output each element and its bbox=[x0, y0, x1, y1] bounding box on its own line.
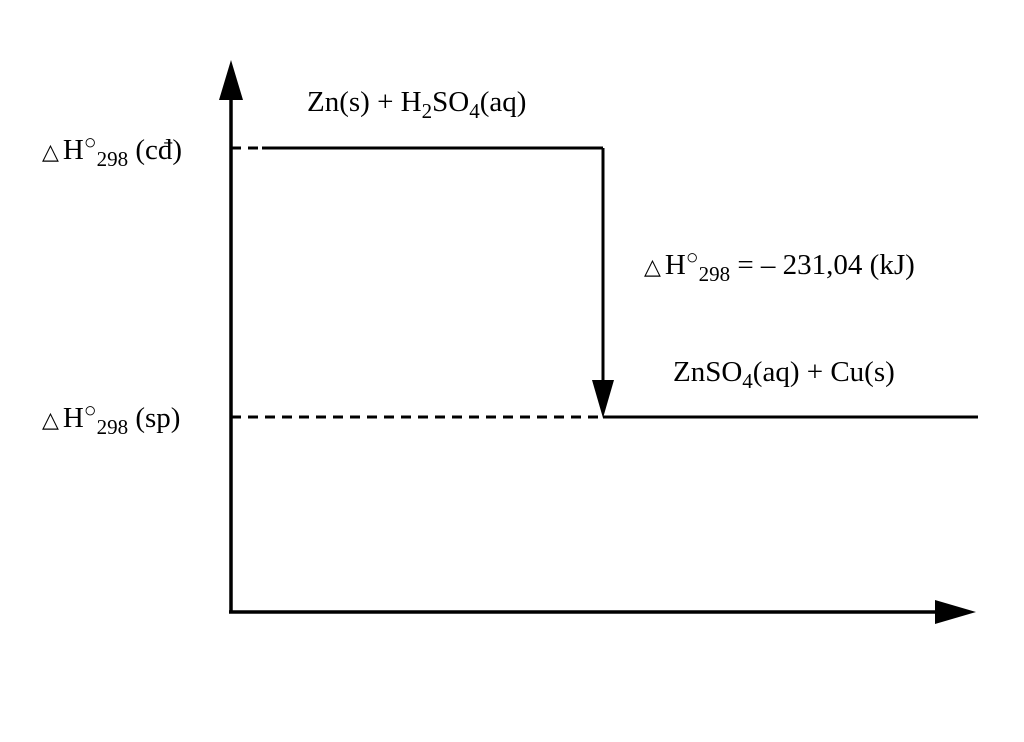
temperature-subscript: 298 bbox=[698, 262, 731, 286]
x-axis-arrowhead bbox=[935, 600, 976, 624]
reactants-text-2: SO bbox=[432, 86, 470, 118]
reactants-text-1: Zn(s) + H bbox=[307, 86, 422, 118]
reactants-text-3: (aq) bbox=[479, 86, 527, 118]
enthalpy-change-label: △H○298 = – 231,04 (kJ) bbox=[644, 247, 915, 285]
delta-triangle-icon: △ bbox=[644, 255, 661, 280]
delta-triangle-icon: △ bbox=[42, 140, 59, 165]
product-enthalpy-label: △H○298 (sp) bbox=[42, 400, 181, 438]
temperature-subscript: 298 bbox=[96, 415, 129, 439]
standard-degree-mark: ○ bbox=[83, 130, 97, 154]
enthalpy-h: H bbox=[664, 249, 686, 281]
enthalpy-h: H bbox=[62, 134, 84, 166]
products-text-1: ZnSO bbox=[673, 356, 743, 388]
products-sub-1: 4 bbox=[742, 369, 753, 393]
reactant-enthalpy-label: △H○298 (cđ) bbox=[42, 132, 182, 170]
standard-degree-mark: ○ bbox=[685, 245, 699, 269]
y-axis-arrowhead bbox=[219, 60, 243, 100]
temperature-subscript: 298 bbox=[96, 147, 129, 171]
product-level-tag: (sp) bbox=[128, 402, 181, 434]
products-label: ZnSO4(aq) + Cu(s) bbox=[673, 356, 895, 392]
enthalpy-change-arrowhead bbox=[592, 380, 614, 418]
standard-degree-mark: ○ bbox=[83, 398, 97, 422]
reactants-sub-1: 2 bbox=[421, 99, 433, 123]
reactant-level-tag: (cđ) bbox=[128, 134, 182, 166]
enthalpy-h: H bbox=[62, 402, 84, 434]
reactants-sub-2: 4 bbox=[469, 99, 480, 123]
enthalpy-change-value: = – 231,04 (kJ) bbox=[730, 249, 915, 281]
products-text-2: (aq) + Cu(s) bbox=[752, 356, 895, 388]
delta-triangle-icon: △ bbox=[42, 408, 59, 433]
reactants-label: Zn(s) + H2SO4(aq) bbox=[307, 86, 527, 122]
